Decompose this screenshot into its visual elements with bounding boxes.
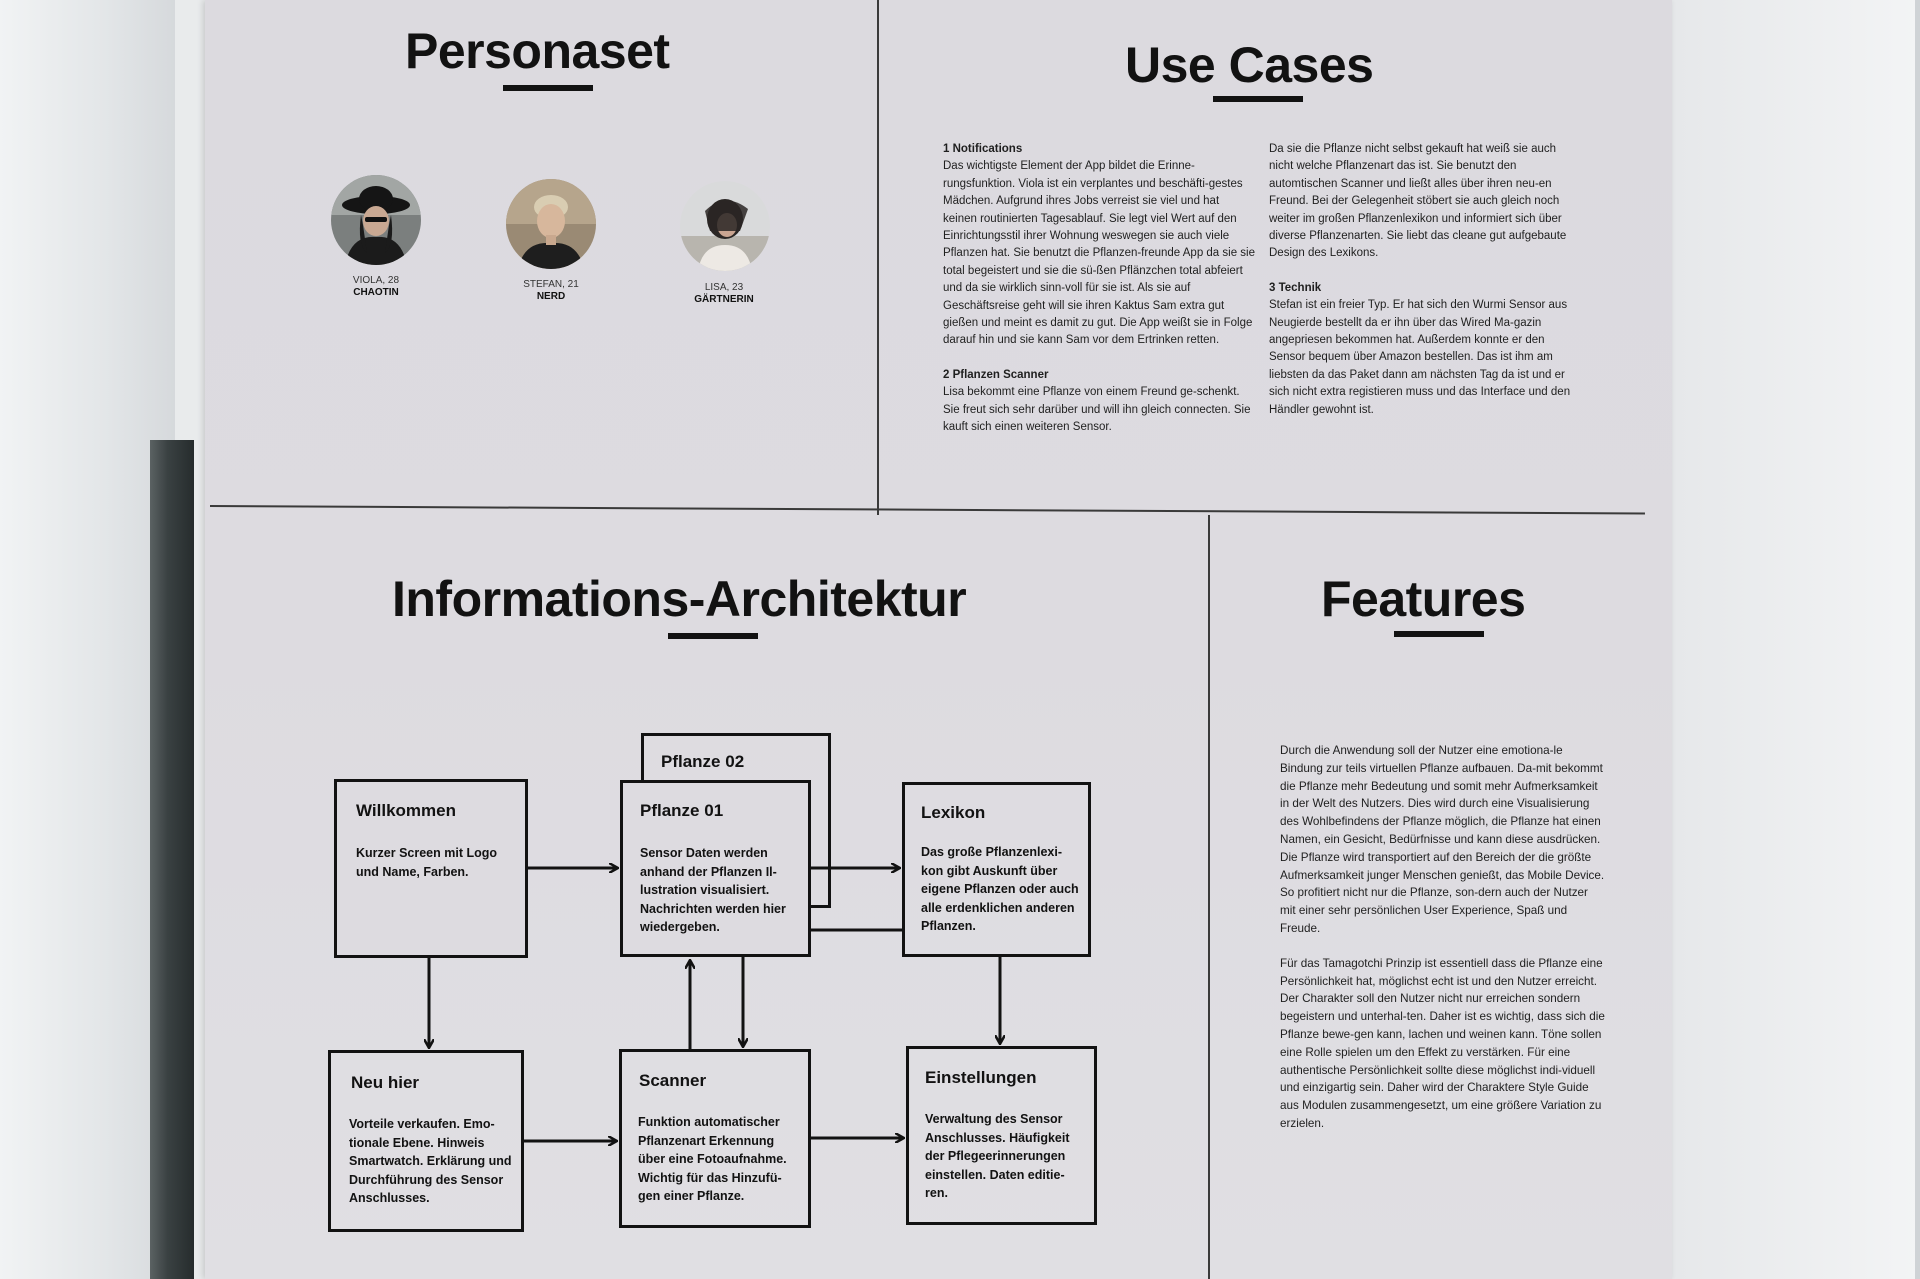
persona-stefan: STEFAN, 21 NERD bbox=[481, 279, 621, 303]
box-willkommen-title: Willkommen bbox=[356, 801, 456, 820]
persona-lisa-role: GÄRTNERIN bbox=[694, 294, 754, 305]
personaset-title: Personaset bbox=[405, 23, 670, 79]
board-edge-shadow bbox=[150, 440, 194, 1279]
use-cases-column-2: Da sie die Pflanze nicht selbst gekauft … bbox=[1269, 141, 1581, 436]
box-lexikon bbox=[902, 782, 1091, 957]
use-cases-column-1: 1 Notifications Das wichtigste Element d… bbox=[943, 141, 1255, 454]
use-case-technik-text: Stefan ist ein freier Typ. Er hat sich d… bbox=[1269, 299, 1571, 416]
features-title: Features bbox=[1321, 571, 1526, 627]
use-cases-title: Use Cases bbox=[1125, 37, 1374, 93]
persona-viola-role: CHAOTIN bbox=[353, 287, 399, 298]
ia-underline bbox=[668, 633, 758, 639]
features-paragraph-1: Durch die Anwendung soll der Nutzer eine… bbox=[1280, 744, 1605, 935]
window-light-left bbox=[0, 0, 175, 1279]
poster-board bbox=[205, 0, 1672, 1279]
box-pflanze-01 bbox=[620, 780, 811, 957]
box-neu-hier-text: Vorteile verkaufen. Emo-tionale Ebene. H… bbox=[349, 1117, 512, 1205]
box-scanner-text: Funktion automatischer Pflanzenart Erken… bbox=[638, 1115, 787, 1203]
box-scanner-title: Scanner bbox=[639, 1071, 707, 1090]
use-case-scanner: 2 Pflanzen Scanner Lisa bekommt eine Pfl… bbox=[943, 367, 1255, 437]
avatar-viola bbox=[331, 175, 421, 265]
use-case-scanner-title: 2 Pflanzen Scanner bbox=[943, 368, 1049, 381]
use-cases-underline bbox=[1213, 96, 1303, 102]
divider-vertical-top bbox=[877, 0, 879, 515]
persona-viola-name: VIOLA, 28 bbox=[352, 275, 400, 286]
box-pflanze-01-text: Sensor Daten werden anhand der Pflanzen … bbox=[640, 846, 786, 934]
use-case-scanner-text: Lisa bekommt eine Pflanze von einem Freu… bbox=[943, 386, 1251, 434]
features-underline bbox=[1394, 631, 1484, 637]
features-text: Durch die Anwendung soll der Nutzer eine… bbox=[1280, 742, 1605, 1150]
use-case-technik: 3 Technik Stefan ist ein freier Typ. Er … bbox=[1269, 280, 1581, 419]
ia-title: Informations-Architektur bbox=[392, 571, 967, 627]
use-case-scanner-cont: Da sie die Pflanze nicht selbst gekauft … bbox=[1269, 141, 1581, 263]
box-willkommen bbox=[334, 779, 528, 958]
box-pflanze-01-title: Pflanze 01 bbox=[640, 801, 724, 820]
box-einstellungen bbox=[906, 1046, 1097, 1225]
divider-vertical-bottom bbox=[1208, 515, 1210, 1279]
use-case-technik-title: 3 Technik bbox=[1269, 281, 1322, 294]
box-neu-hier bbox=[328, 1050, 524, 1232]
window-light-right bbox=[1672, 0, 1920, 1279]
box-scanner bbox=[619, 1049, 811, 1228]
use-case-notifications-text: Das wichtigste Element der App bildet di… bbox=[943, 160, 1255, 347]
use-case-notifications: 1 Notifications Das wichtigste Element d… bbox=[943, 141, 1255, 350]
box-willkommen-text: Kurzer Screen mit Logo und Name, Farben. bbox=[356, 846, 497, 879]
box-neu-hier-title: Neu hier bbox=[351, 1073, 420, 1092]
persona-stefan-role: NERD bbox=[536, 291, 566, 302]
box-lexikon-text: Das große Pflanzenlexi-kon gibt Auskunft… bbox=[921, 845, 1079, 933]
box-pflanze-02-title: Pflanze 02 bbox=[661, 752, 745, 771]
use-case-scanner-cont-text: Da sie die Pflanze nicht selbst gekauft … bbox=[1269, 143, 1567, 260]
persona-stefan-name: STEFAN, 21 bbox=[523, 279, 579, 290]
features-paragraph-2: Für das Tamagotchi Prinzip ist essentiel… bbox=[1280, 956, 1605, 1130]
use-case-notifications-title: 1 Notifications bbox=[943, 143, 1023, 155]
persona-viola: VIOLA, 28 CHAOTIN bbox=[306, 275, 446, 299]
persona-lisa: LISA, 23 GÄRTNERIN bbox=[654, 282, 794, 306]
persona-lisa-name: LISA, 23 bbox=[704, 282, 744, 293]
personaset-underline bbox=[503, 85, 593, 91]
box-einstellungen-text: Verwaltung des Sensor Anschlusses. Häufi… bbox=[925, 1112, 1070, 1200]
box-einstellungen-title: Einstellungen bbox=[925, 1068, 1037, 1087]
box-lexikon-title: Lexikon bbox=[921, 803, 986, 822]
frame-edge-right bbox=[1915, 0, 1920, 1279]
